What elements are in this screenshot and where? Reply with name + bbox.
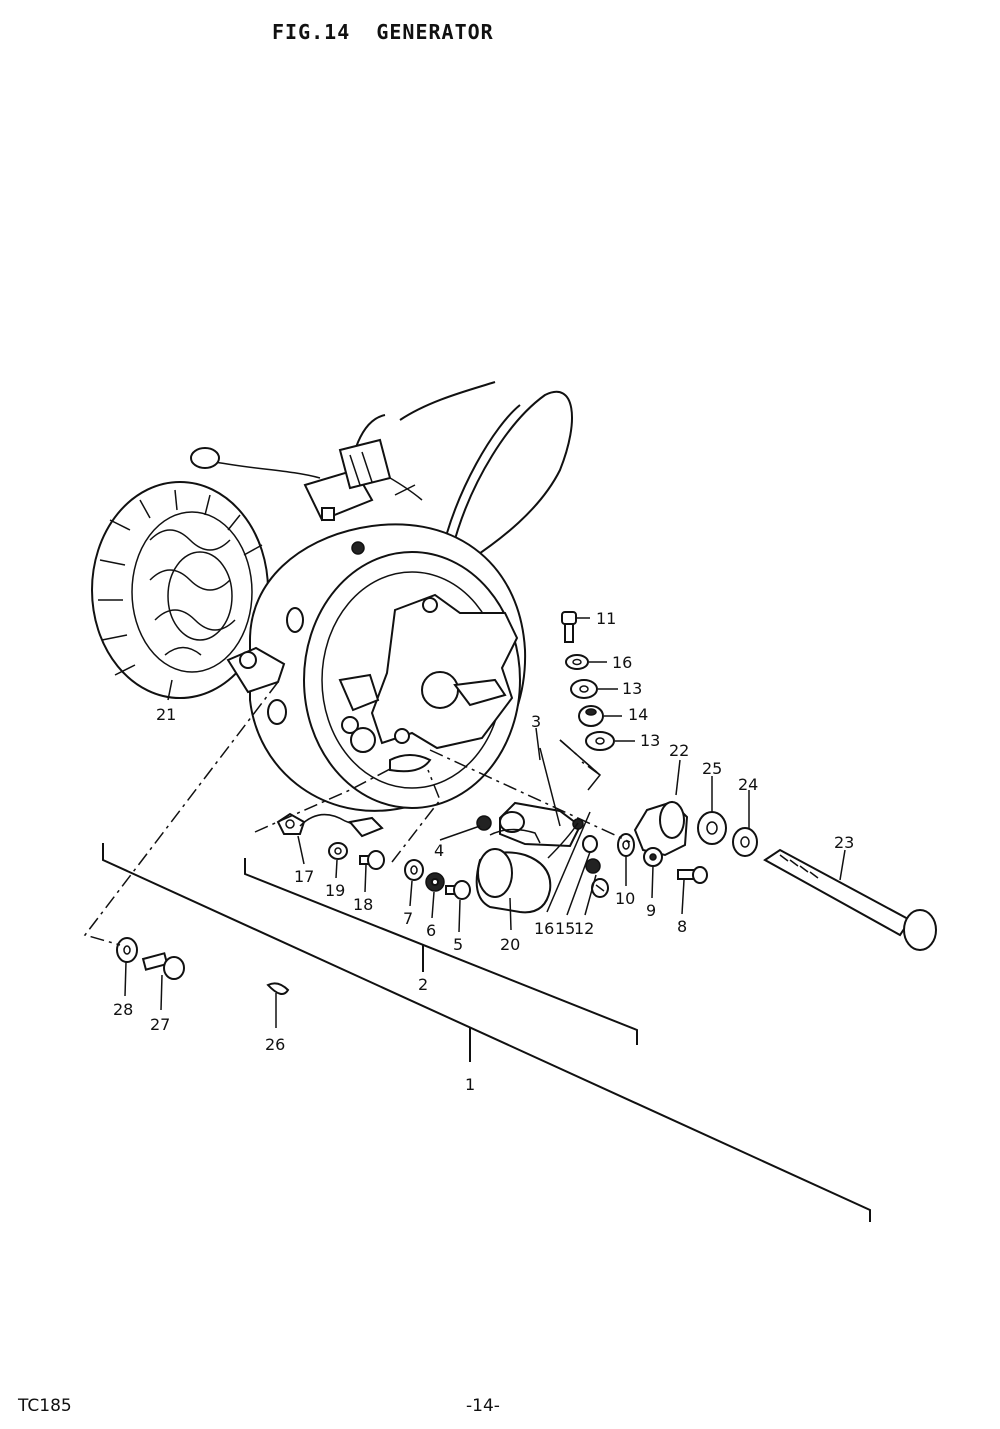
- callout-18: 18: [353, 895, 373, 914]
- callout-14: 14: [628, 705, 648, 724]
- callout-28: 28: [113, 1000, 133, 1019]
- callout-23: 23: [834, 833, 854, 852]
- figure-title: FIG.14 GENERATOR: [272, 20, 494, 44]
- key-26: [266, 982, 290, 995]
- callout-19: 19: [325, 881, 345, 900]
- washer-16-upper: [565, 654, 589, 670]
- callout-27: 27: [150, 1015, 170, 1034]
- callout-16-upper: 16: [612, 653, 632, 672]
- callout-21: 21: [156, 705, 176, 724]
- base-plate: [338, 593, 519, 773]
- callout-15: 15: [555, 919, 575, 938]
- nut-4: [476, 815, 492, 831]
- callout-22: 22: [669, 741, 689, 760]
- washers-25-24: [697, 811, 758, 857]
- washer-9: [643, 847, 663, 867]
- washer-19: [328, 842, 348, 860]
- bolt-11: [561, 611, 577, 643]
- lock-washer-28: [116, 937, 138, 963]
- callout-24: 24: [738, 775, 758, 794]
- condenser: [475, 822, 579, 914]
- callout-16-lower: 16: [534, 919, 554, 938]
- leader-lines: [83, 617, 846, 1028]
- model-code: TC185: [18, 1396, 72, 1416]
- callout-13-lower: 13: [640, 731, 660, 750]
- contact-breaker: [499, 739, 602, 848]
- washers-16-15: [582, 835, 601, 874]
- callout-12: 12: [574, 919, 594, 938]
- terminal-17: [276, 812, 384, 838]
- callout-9: 9: [646, 901, 656, 920]
- screw-18: [359, 850, 385, 870]
- washer-6: [425, 872, 445, 892]
- callout-17: 17: [294, 867, 314, 886]
- bushing-14: [578, 705, 604, 727]
- page-number: -14-: [466, 1396, 500, 1416]
- callout-labels: 1 2 3 4 5 6 7 8 9 10 11 12 13 13 14 15 1…: [113, 609, 854, 1094]
- callout-1: 1: [465, 1075, 475, 1094]
- cam-part: [633, 800, 689, 857]
- screw-27: [141, 952, 185, 980]
- washer-7: [404, 859, 424, 881]
- callout-25: 25: [702, 759, 722, 778]
- callout-5: 5: [453, 935, 463, 954]
- callout-3: 3: [531, 712, 541, 731]
- callout-4: 4: [434, 841, 444, 860]
- spacer-13-upper: [570, 679, 598, 699]
- callout-20: 20: [500, 935, 520, 954]
- callout-13-upper: 13: [622, 679, 642, 698]
- connector-coupler: [303, 438, 392, 522]
- callout-26: 26: [265, 1035, 285, 1054]
- assembly-bracket-2: [244, 858, 638, 1045]
- screw-5: [445, 880, 471, 900]
- stator-coil: [91, 481, 269, 699]
- callout-10: 10: [615, 889, 635, 908]
- callout-8: 8: [677, 917, 687, 936]
- assembly-bracket-1: [102, 843, 871, 1222]
- callout-2: 2: [418, 975, 428, 994]
- callout-6: 6: [426, 921, 436, 940]
- long-bolt: [763, 848, 937, 951]
- spacer-13-lower: [585, 731, 615, 751]
- screw-8: [677, 866, 708, 884]
- callout-11: 11: [596, 609, 616, 628]
- callout-7: 7: [403, 909, 413, 928]
